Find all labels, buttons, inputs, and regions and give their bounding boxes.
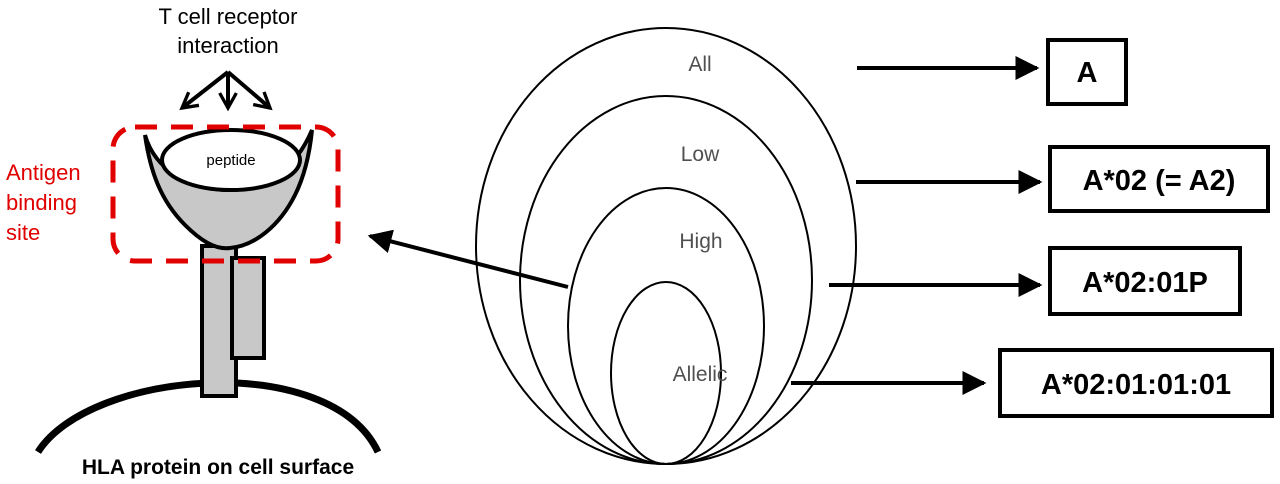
tcr-label-line1: T cell receptor — [159, 4, 298, 29]
typing-box-low — [1048, 145, 1270, 213]
resolution-rings — [475, 27, 857, 465]
ring-label-low: Low — [681, 143, 720, 166]
ring-label-allelic: Allelic — [673, 363, 728, 386]
antigen-label-line1: Antigen — [6, 160, 81, 185]
tcr-label-line2: interaction — [177, 33, 279, 58]
ring-allelic — [610, 281, 722, 465]
typing-box-high — [1048, 246, 1242, 316]
typing-box-all — [1046, 38, 1128, 106]
ring-all — [475, 27, 857, 465]
peptide-label: peptide — [206, 152, 255, 169]
typing-label-high: A*02:01P — [1082, 267, 1208, 299]
peptide-ellipse — [160, 128, 302, 192]
ring-label-high: High — [679, 230, 722, 253]
tcr-arrows — [182, 70, 270, 108]
arrow-icon — [367, 229, 569, 289]
typing-label-all: A — [1077, 57, 1098, 89]
typing-label-low: A*02 (= A2) — [1083, 165, 1236, 197]
ring-high — [567, 187, 765, 465]
protein-side-domain — [230, 256, 266, 360]
typing-box-allelic — [998, 348, 1274, 418]
antigen-binding-site-box — [110, 124, 341, 264]
typing-label-allelic: A*02:01:01:01 — [1041, 369, 1231, 401]
ring-label-all: All — [688, 53, 711, 76]
ring-low — [519, 95, 813, 465]
hla-caption: HLA protein on cell surface — [82, 456, 354, 479]
hla-protein-illustration: peptide — [35, 70, 382, 454]
antigen-label-line2: binding — [6, 190, 77, 215]
antigen-label-line3: site — [6, 220, 40, 245]
